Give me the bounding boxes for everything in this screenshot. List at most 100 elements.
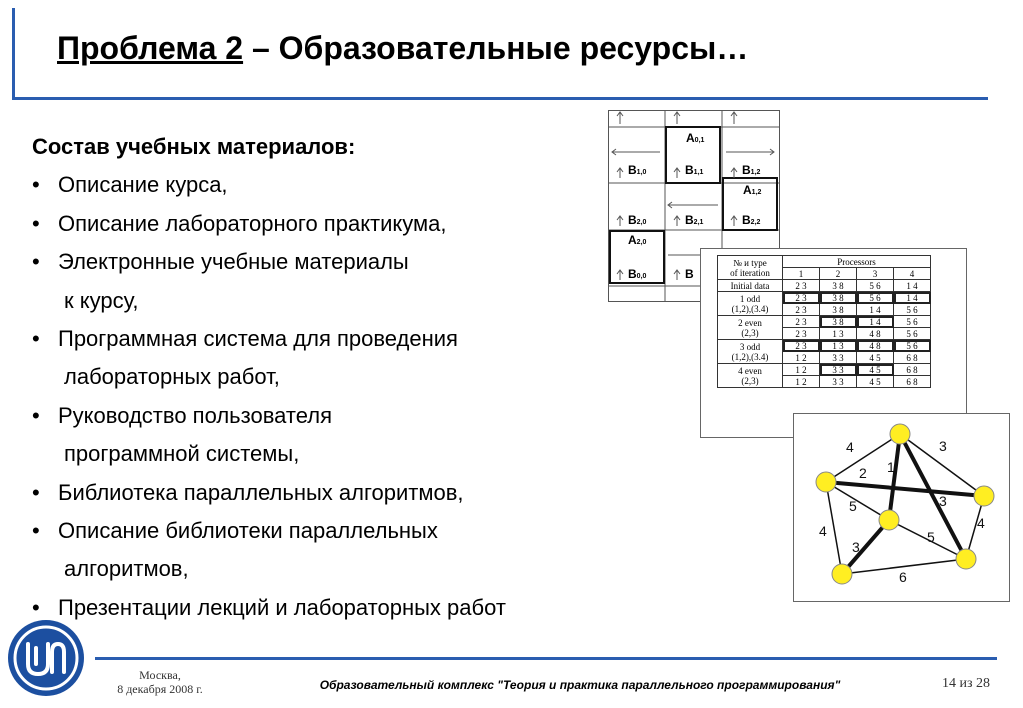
edge-weight-label: 2 [859,465,867,481]
table-row: 2 3 3 8 1 4 5 6 [718,303,931,316]
table-cell: 3 8 [819,279,857,292]
title-divider [12,97,988,100]
footer-date: 8 декабря 2008 г. [117,682,203,696]
table-row: 4 even(2,3) 1 2 3 3 4 5 6 8 [717,363,931,388]
bullet-marker: • [32,518,40,544]
table-cell: 4 5 [856,351,894,364]
table-cell: 2 3 [782,291,820,304]
bullet-marker: • [32,249,40,275]
table-cell: 6 8 [893,363,931,376]
table-cell: 1 4 [893,291,931,304]
table-header-processors: Processors [782,255,931,268]
grid-cell-label: B1,2 [742,163,761,177]
table-row-label: 1 odd(1,2),(3.4) [717,291,783,316]
table-row-label: 3 odd(1,2),(3.4) [717,339,783,364]
table-cell: 3 8 [819,315,857,328]
edge-weight-label: 6 [899,569,907,585]
block-matrix-figure: A0,1 B1,0 B1,1 B1,2 A1,2 B2,0 B2,1 B2,2 … [608,110,780,302]
graph-node [815,471,837,493]
list-item: •Библиотека параллельных алгоритмов, [32,474,652,512]
table-cell: 2 3 [782,339,820,352]
table-cell: 1 3 [819,339,857,352]
bullet-marker: • [32,210,40,236]
page-number: 14 из 28 [941,676,990,691]
table-row: 1 2 3 3 4 5 6 8 [718,375,931,388]
table-cell: 4 8 [856,327,894,340]
table-cell: 6 8 [893,351,931,364]
list-item: •Описание библиотеки параллельных [32,512,652,550]
bullet-marker: • [32,594,40,620]
table-header-cell: 2 [819,267,857,280]
weighted-graph: 4 3 2 1 5 3 4 4 5 3 6 [815,423,995,585]
list-item-continuation: лабораторных работ, [64,364,280,390]
graph-node [973,485,995,507]
table-row: 2 even(2,3) 2 3 3 8 1 4 5 6 [717,315,931,340]
edge-weight-label: 3 [939,438,947,454]
table-header-cell: 4 [893,267,931,280]
grid-cell-label: B0,0 [628,267,647,281]
edge-weight-label: 4 [819,523,827,539]
list-item: •Руководство пользователя [32,397,652,435]
table-cell: 5 6 [893,339,931,352]
footer-course-title: Образовательный комплекс "Теория и практ… [319,678,841,692]
footer-location-date: Москва, 8 декабря 2008 г. [110,668,210,696]
edge-weight-label: 1 [887,459,895,475]
list-item-continuation: программной системы, [64,441,300,467]
table-cell: 5 6 [893,327,931,340]
table-cell: 3 8 [819,291,857,304]
list-item-continuation: к курсу, [64,287,139,313]
table-cell: 1 4 [856,315,894,328]
page-title: Проблема 2 – Образовательные ресурсы… [57,30,748,67]
table-cell: 1 2 [782,351,820,364]
title-accent-bar [12,8,15,100]
title-problem-number: Проблема 2 [57,30,244,66]
grid-cell-label: B2,0 [628,213,647,227]
list-item: •Описание курса, [32,166,652,204]
table-cell: 5 6 [856,291,894,304]
list-item-continuation: алгоритмов, [64,556,189,582]
graph-node [955,548,977,570]
grid-cell-label: B2,2 [742,213,761,227]
table-cell: 4 5 [856,375,894,388]
table-row: 1 2 3 3 4 5 6 8 [718,351,931,364]
graph-node [878,509,900,531]
table-cell: 1 4 [856,303,894,316]
grid-cell-label: A2,0 [628,233,647,247]
table-row: Initial data 2 3 3 8 5 6 1 4 [717,279,931,292]
grid-cell-label: B2,1 [685,213,704,227]
table-cell: 2 3 [782,279,820,292]
table-cell: 5 6 [893,303,931,316]
table-cell: 3 3 [819,351,857,364]
table-header-cell: 3 [856,267,894,280]
table-cell: 5 6 [893,315,931,328]
edge-weight-label: 5 [927,529,935,545]
table-row: 3 odd(1,2),(3.4) 2 3 1 3 4 8 5 6 [717,339,931,364]
edge-weight-label: 3 [939,493,947,509]
footer-divider [95,657,997,660]
table-cell: 1 4 [893,279,931,292]
table-cell: 3 3 [819,375,857,388]
table-cell: 3 3 [819,363,857,376]
table-header-cell: 1 [782,267,820,280]
edge-weight-label: 5 [849,498,857,514]
footer-city: Москва, [139,668,181,682]
bullet-marker: • [32,326,40,352]
bullet-marker: • [32,479,40,505]
grid-cell-label: B1,0 [628,163,647,177]
grid-cell-label: B1,1 [685,163,704,177]
graph-node [831,563,853,585]
graph-node [889,423,911,445]
materials-list: Состав учебных материалов: •Описание кур… [32,128,652,627]
table-cell: 5 6 [856,279,894,292]
list-item: •Презентации лекций и лабораторных работ [32,589,652,627]
table-row-label: Initial data [717,279,783,292]
edge-weight-label: 3 [852,539,860,555]
table-row-label: 4 even(2,3) [717,363,783,388]
unn-logo-icon [6,618,86,698]
weighted-graph-figure: 4 3 2 1 5 3 4 4 5 3 6 [793,413,1010,602]
block-matrix-grid: A0,1 B1,0 B1,1 B1,2 A1,2 B2,0 B2,1 B2,2 … [608,110,780,302]
list-item: •Описание лабораторного практикума, [32,205,652,243]
